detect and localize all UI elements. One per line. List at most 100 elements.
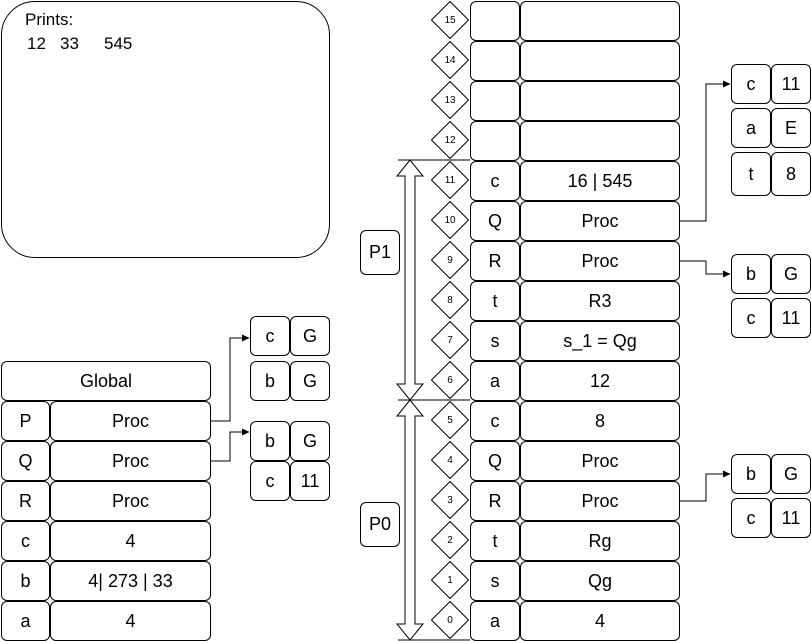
- stack-var-value: s_1 = Qg: [520, 321, 680, 361]
- stack-var-name: Q: [470, 441, 520, 481]
- stack-var-value: Proc: [520, 441, 680, 481]
- stack-var-name: c: [470, 161, 520, 201]
- stack-index-label: 5: [447, 414, 453, 426]
- stack-var-value: Qg: [520, 561, 680, 601]
- stack-index-label: 0: [447, 614, 453, 626]
- stack-index-label: 13: [444, 94, 456, 106]
- stack-index-label: 6: [447, 374, 453, 386]
- stack-index-diamond: 13: [431, 81, 469, 119]
- stack-index-diamond: 6: [431, 361, 469, 399]
- stack-var-name: s: [470, 321, 520, 361]
- closure-var-name: c: [250, 461, 290, 501]
- stack-index-label: 4: [447, 454, 453, 466]
- closure-pointer-arrow: [680, 470, 731, 502]
- stack-var-name: a: [470, 601, 520, 641]
- stack-index-diamond: 8: [431, 281, 469, 319]
- stack-index-label: 1: [447, 574, 453, 586]
- stack-index-diamond: 4: [431, 441, 469, 479]
- closure-var-value: 11: [290, 461, 330, 501]
- stack-var-name: [470, 121, 520, 161]
- global-header: Global: [1, 361, 211, 401]
- stack-var-name: c: [470, 401, 520, 441]
- closure-var-value: E: [771, 108, 811, 148]
- closure-var-name: b: [731, 454, 771, 494]
- stack-var-value: Rg: [520, 521, 680, 561]
- closure-var-name: b: [250, 361, 290, 401]
- closure-pointer-arrow: [680, 80, 731, 222]
- global-var-name: b: [1, 561, 50, 601]
- global-var-value: 4: [50, 521, 211, 561]
- stack-index-diamond: 7: [431, 321, 469, 359]
- closure-var-value: 11: [771, 498, 811, 538]
- closure-var-name: b: [250, 421, 290, 461]
- global-var-name: P: [1, 401, 50, 441]
- stack-index-diamond: 12: [431, 121, 469, 159]
- closure-var-name: c: [731, 298, 771, 338]
- stack-var-value: 12: [520, 361, 680, 401]
- stack-var-name: Q: [470, 201, 520, 241]
- global-var-value: 4| 273 | 33: [50, 561, 211, 601]
- stack-var-name: [470, 1, 520, 41]
- stack-index-label: 10: [444, 214, 456, 226]
- global-var-name: c: [1, 521, 50, 561]
- stack-index-diamond: 10: [431, 201, 469, 239]
- global-var-name: Q: [1, 441, 50, 481]
- stack-index-diamond: 1: [431, 561, 469, 599]
- closure-pointer-arrow: [680, 260, 731, 278]
- stack-index-diamond: 15: [431, 1, 469, 39]
- stack-var-value: [520, 81, 680, 121]
- stack-var-name: [470, 81, 520, 121]
- frame-range-arrow-p1: [395, 159, 425, 401]
- closure-var-value: 8: [771, 152, 811, 196]
- frame-range-arrow-p0: [395, 399, 425, 641]
- stack-var-name: R: [470, 241, 520, 281]
- frame-label-p1: P1: [360, 230, 400, 275]
- console-value: 545: [104, 34, 133, 53]
- global-var-value: Proc: [50, 481, 211, 521]
- global-var-value: Proc: [50, 401, 211, 441]
- stack-var-value: Proc: [520, 481, 680, 521]
- stack-var-name: R: [470, 481, 520, 521]
- stack-var-name: a: [470, 361, 520, 401]
- stack-var-value: Proc: [520, 241, 680, 281]
- stack-index-diamond: 0: [431, 601, 469, 639]
- closure-var-value: G: [771, 454, 811, 494]
- stack-index-label: 9: [447, 254, 453, 266]
- closure-var-name: c: [250, 316, 290, 356]
- stack-var-name: s: [470, 561, 520, 601]
- stack-var-value: 16 | 545: [520, 161, 680, 201]
- closure-var-value: G: [290, 316, 330, 356]
- stack-index-diamond: 2: [431, 521, 469, 559]
- stack-index-label: 3: [447, 494, 453, 506]
- stack-index-label: 7: [447, 334, 453, 346]
- closure-var-name: c: [731, 498, 771, 538]
- stack-var-value: Proc: [520, 201, 680, 241]
- global-var-name: R: [1, 481, 50, 521]
- stack-var-name: t: [470, 281, 520, 321]
- closure-pointer-arrow: [211, 428, 250, 462]
- closure-var-value: 11: [771, 298, 811, 338]
- closure-var-name: c: [731, 64, 771, 104]
- global-var-value: Proc: [50, 441, 211, 481]
- stack-var-value: [520, 121, 680, 161]
- stack-var-value: [520, 1, 680, 41]
- stack-var-value: 4: [520, 601, 680, 641]
- console-value: 33: [60, 34, 79, 53]
- closure-var-value: G: [290, 361, 330, 401]
- closure-var-name: b: [731, 254, 771, 294]
- global-var-name: a: [1, 601, 50, 641]
- closure-var-value: G: [771, 254, 811, 294]
- closure-var-name: t: [731, 152, 771, 196]
- stack-index-label: 8: [447, 294, 453, 306]
- stack-index-label: 12: [444, 134, 456, 146]
- stack-index-diamond: 3: [431, 481, 469, 519]
- stack-index-diamond: 9: [431, 241, 469, 279]
- frame-label-p0: P0: [360, 502, 400, 547]
- stack-var-name: t: [470, 521, 520, 561]
- stack-index-label: 2: [447, 534, 453, 546]
- stack-var-value: R3: [520, 281, 680, 321]
- stack-index-label: 11: [444, 174, 456, 186]
- stack-var-value: [520, 41, 680, 81]
